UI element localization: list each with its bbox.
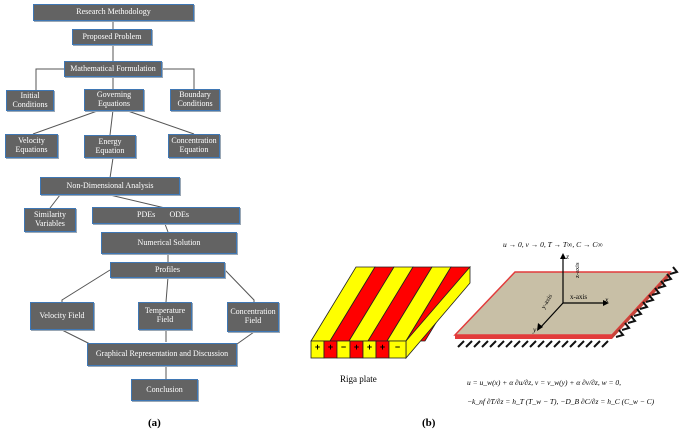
temperature-field-box: Temperature Field [138, 302, 192, 330]
caption-a: (a) [148, 417, 161, 429]
pdes-odes-box: PDEs ODEs [92, 207, 240, 224]
pdes-label: PDEs [137, 210, 156, 220]
boundary-conditions-box: Boundary Conditions [170, 89, 220, 111]
plate-signs: + + − + + + − [311, 342, 406, 358]
conclusion-box: Conclusion [131, 379, 198, 401]
plate-sign: − [394, 342, 401, 352]
odes-label: ODEs [169, 210, 189, 220]
plate-sign: + [314, 342, 321, 352]
proposed-problem-box: Proposed Problem [72, 29, 152, 45]
x-label: x [605, 295, 609, 304]
graphical-representation-box: Graphical Representation and Discussion [87, 343, 237, 366]
y-label: y [533, 325, 537, 334]
plate-sign: − [340, 342, 347, 352]
similarity-variables-box: Similarity Variables [24, 208, 76, 232]
numerical-solution-box: Numerical Solution [101, 232, 237, 254]
plate-sign: + [327, 342, 334, 352]
z-axis-label: z-axis [574, 262, 581, 278]
velocity-equations-box: Velocity Equations [5, 134, 58, 158]
boundary-condition-line-2: −k_nf ∂T/∂z = h_T (T_w − T), −D_B ∂C/∂z … [467, 397, 655, 406]
z-label: z [566, 252, 569, 261]
mathematical-formulation-box: Mathematical Formulation [64, 61, 162, 77]
x-axis-label: x-axis [570, 293, 588, 301]
concentration-field-box: Concentration Field [227, 302, 279, 332]
energy-equation-box: Energy Equation [84, 135, 136, 158]
governing-equations-box: Governing Equations [84, 89, 144, 111]
velocity-field-box: Velocity Field [30, 302, 94, 330]
concentration-equation-box: Concentration Equation [168, 134, 220, 158]
initial-conditions-box: Initial Conditions [6, 90, 54, 111]
plate-sign: + [366, 342, 373, 352]
plate-sign: + [379, 342, 386, 352]
caption-b: (b) [422, 417, 436, 429]
plate-sign: + [353, 342, 360, 352]
profiles-box: Profiles [110, 262, 225, 278]
research-methodology-box: Research Methodology [33, 4, 194, 21]
free-stream-conditions: u → 0, v → 0, T → T∞, C → C∞ [503, 240, 603, 249]
non-dimensional-analysis-box: Non-Dimensional Analysis [40, 177, 180, 195]
boundary-condition-line-1: u = u_w(x) + α ∂u/∂z, v = v_w(y) + α ∂v/… [467, 378, 622, 387]
riga-plate-label: Riga plate [340, 374, 377, 384]
